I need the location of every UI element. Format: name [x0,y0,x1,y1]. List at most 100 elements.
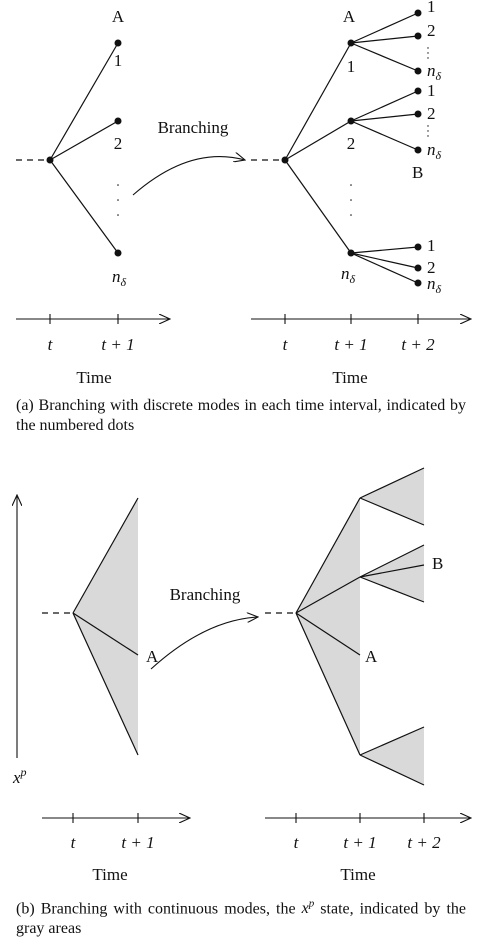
point-label-a: A [365,647,378,666]
cone-edge [72,612,139,756]
ellipsis-dot [350,214,352,216]
tick-label-t: t [71,833,77,852]
branching-label: Branching [170,585,241,604]
axis-title-time: Time [92,865,127,884]
tick-label-t: t [283,335,289,354]
panel-a-time-axes [16,314,471,324]
caption-b-post: state, indicated by the gray areas [16,900,466,938]
leaf-line [350,90,419,122]
leaf-label-2: 2 [427,104,436,123]
leaf-node [414,32,422,40]
tick-label-t: t [294,833,300,852]
leaf-node [414,146,422,154]
leaf-node [414,264,422,272]
panel-b-time-axes [42,813,471,823]
caption-b: (b) Branching with continuous modes, the… [16,894,466,939]
node-label-1: 1 [114,51,123,70]
mode-node [114,117,122,125]
cone-edge [359,576,425,603]
branch-line [284,42,352,161]
panel-a-right-tree [251,12,419,284]
trajectory-line [72,612,139,656]
panel-b-left-tree [42,497,139,756]
mode-node [347,117,355,125]
gray-area [73,498,138,755]
point-label-a: A [146,647,159,666]
gray-area [360,545,424,602]
leaf-label-2: 2 [427,258,436,277]
caption-a: (a) Branching with discrete modes in eac… [16,397,466,434]
axis-title-time: Time [76,368,111,387]
leaf-line [350,252,419,284]
cone-edge [72,497,139,614]
mode-node [114,39,122,47]
leaf-node [414,243,422,251]
panel-a-right-nodes [281,9,429,287]
leaf-label-1: 1 [427,81,436,100]
node-label-n-delta: nδ [112,267,127,289]
caption-b-var: xp [301,898,315,918]
trajectory-line [295,576,361,614]
leaf-line [350,246,419,254]
panel-a-left-nodes [46,39,122,257]
leaf-label-1: 1 [427,236,436,255]
panel-b-right-tree [265,467,425,786]
leaf-node [414,110,422,118]
branching-arrow [132,157,245,196]
ellipsis-dot [350,199,352,201]
root-node [281,156,289,164]
leaf-node [414,279,422,287]
leaf-label-2: 2 [427,21,436,40]
tick-label-t-plus-2: t + 2 [401,335,435,354]
tick-label-t-plus-1: t + 1 [334,335,367,354]
leaf-line [350,35,419,44]
cone-edge [359,467,425,499]
leaf-label-n-delta: nδ [427,274,442,296]
ellipsis-dot [427,125,429,127]
caption-b-pre: (b) Branching with continuous modes, the [16,900,302,918]
tick-label-t-plus-1: t + 1 [121,833,154,852]
marker-label-b: B [412,163,423,182]
leaf-line [350,42,419,72]
ellipsis-dot [117,184,119,186]
leaf-node [414,67,422,75]
gray-area [296,498,360,755]
mode-node [347,39,355,47]
ellipsis-dot [427,52,429,54]
ellipsis-dot [427,130,429,132]
ellipsis-dot [117,199,119,201]
cone-edge [359,726,425,756]
leaf-node [414,87,422,95]
leaf-label-n-delta: nδ [427,140,442,162]
leaf-line [350,120,419,151]
root-node [46,156,54,164]
mode-node [114,249,122,257]
ellipsis-dot [427,57,429,59]
branch-line [49,159,119,254]
panel-a-left-tree [16,42,119,254]
tick-label-t-plus-1: t + 1 [343,833,376,852]
node-label-2: 2 [114,134,123,153]
cone-edge [359,544,425,578]
leaf-label-1: 1 [427,0,436,16]
cone-edge [295,612,361,756]
leaf-label-n-delta: nδ [427,61,442,83]
branching-label: Branching [158,118,229,137]
tick-label-t-plus-1: t + 1 [101,335,134,354]
mode-node [347,249,355,257]
cone-edge [295,497,361,614]
node-label-1: 1 [347,57,356,76]
branch-line [49,120,119,161]
branch-line [49,42,119,161]
node-label-a: A [343,7,356,26]
cone-edge [359,754,425,786]
ellipsis-dot [427,47,429,49]
branch-line [284,159,352,254]
leaf-line [350,113,419,122]
branching-arrow [150,617,258,670]
branch-line [284,120,352,161]
leaf-line [350,252,419,269]
point-label-b: B [432,554,443,573]
ellipsis-dot [427,135,429,137]
gray-area [360,727,424,785]
